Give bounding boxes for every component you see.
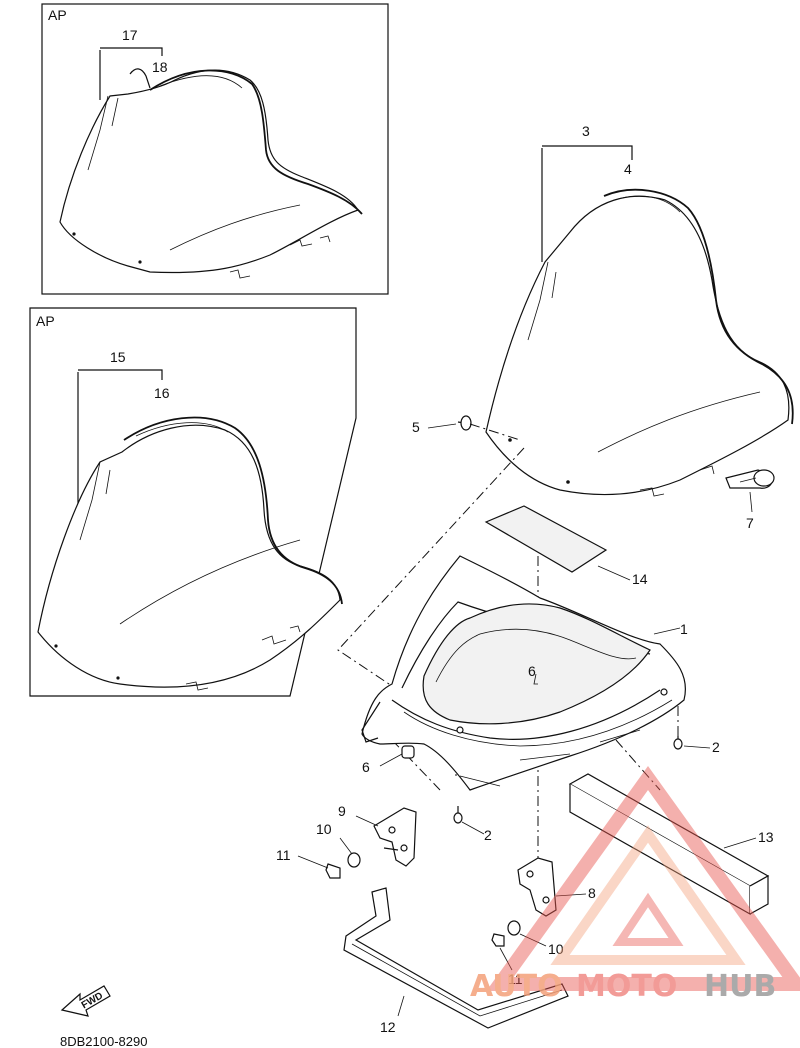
callout-11: 11 [276,847,291,863]
watermark-text-hub: HUB [704,969,776,1004]
inset-box-label: AP [36,313,55,329]
main-windshield-part-3: 3 4 [485,123,794,497]
inset-box-windshield-ap-1: AP 17 18 [41,3,389,295]
inset-box-windshield-ap-2: AP 15 16 [29,307,357,697]
callout-2: 2 [484,827,492,843]
callout-12: 12 [380,1019,396,1035]
nut-part-10: 10 [316,821,361,868]
callout-15: 15 [110,349,126,365]
fwd-label: FWD [80,990,105,1011]
callout-2: 2 [712,739,720,755]
callout-4: 4 [624,161,632,177]
windshield-shape-15 [37,416,343,691]
diagram-part-code: 8DB2100-8290 [60,1034,147,1048]
inset-box-label: AP [48,7,67,23]
callout-6: 6 [362,759,370,775]
callout-1: 1 [680,621,688,637]
callout-13: 13 [758,829,774,845]
pad-part-14: 14 [484,505,648,587]
callout-16: 16 [154,385,170,401]
foam-block-part-13: 13 [568,773,774,916]
bracket-part-9: 9 [338,803,417,867]
windshield-shape-17 [59,68,363,279]
nut-part-11: 11 [276,847,341,879]
callout-9: 9 [338,803,346,819]
screw-part-2: 2 [453,806,492,843]
nut-part-11: 11 [491,933,523,987]
callout-6: 6 [528,663,536,679]
callout-10: 10 [548,941,564,957]
watermark-text-moto: MOTO [576,969,677,1004]
nut-part-10: 10 [507,920,564,957]
screw-part-5: 5 [412,415,521,441]
callout-14: 14 [632,571,648,587]
trim-part-12: 12 [343,887,569,1035]
screw-part-2: 2 [673,736,720,755]
watermark-logo: AUTO MOTO HUB [470,766,800,1004]
callout-5: 5 [412,419,420,435]
callout-10: 10 [316,821,332,837]
forward-direction-arrow: FWD [60,985,111,1017]
callout-8: 8 [588,885,596,901]
callout-3: 3 [582,123,590,139]
callout-18: 18 [152,59,168,75]
grommet-part-6: 6 [362,745,415,775]
callout-17: 17 [122,27,138,43]
bracket-part-8: 8 [517,857,596,917]
callout-7: 7 [746,515,754,531]
watermark-text-auto: AUTO [470,969,563,1004]
knob-part-7: 7 [725,469,775,531]
cowling-part-1: 6 1 [361,555,688,791]
callout-11: 11 [508,971,523,987]
